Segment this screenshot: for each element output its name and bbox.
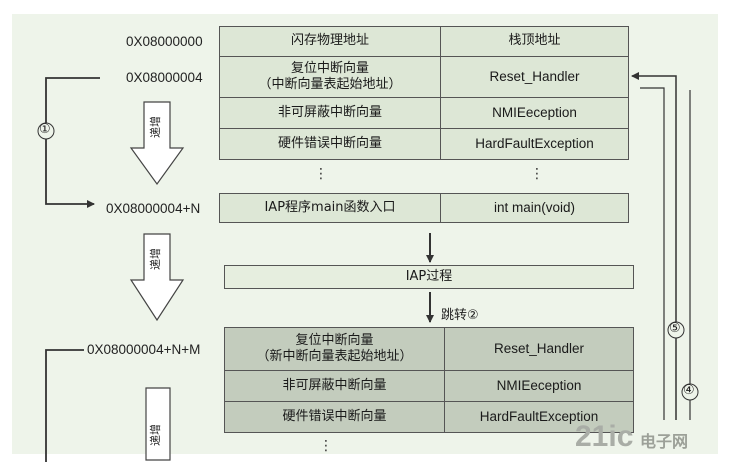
- circle-number-4: ④: [683, 383, 695, 398]
- table2-nmi-vector-label: 非可屏蔽中断向量: [282, 377, 387, 393]
- table2-cell-nmi-exception: NMIEeception: [444, 370, 634, 402]
- circle-number-1: ①: [39, 122, 51, 137]
- table2-cell-reset-vector: 复位中断向量 （新中断向量表起始地址）: [224, 327, 445, 371]
- circle-marker-4: [681, 383, 699, 401]
- table2-cell-nmi-vector: 非可屏蔽中断向量: [224, 370, 445, 402]
- arrow-return-5: [640, 87, 665, 420]
- table1-flash-address-label: 闪存物理地址: [290, 33, 369, 49]
- table1-dots-right: ⋮: [530, 166, 544, 182]
- table1-stack-top-label: 栈顶地址: [508, 33, 561, 49]
- table1-cell-reset-vector: 复位中断向量 （中断向量表起始地址）: [219, 56, 441, 98]
- watermark-site: 电子网: [640, 434, 689, 451]
- circle-marker-1: [37, 122, 55, 140]
- table1-reset-vector-line1: 复位中断向量: [290, 60, 369, 76]
- iap-main-entry-label: IAP程序main函数入口: [264, 199, 396, 215]
- increment-arrow-3: [145, 387, 171, 461]
- iap-int-main-label: int main(void): [493, 199, 576, 215]
- table1-hardfault-vector-label: 硬件错误中断向量: [277, 135, 382, 151]
- table1-cell-stack-top: 栈顶地址: [440, 26, 629, 57]
- table2-hardfault-vector-label: 硬件错误中断向量: [282, 408, 387, 424]
- table1-dots-left: ⋮: [314, 166, 328, 182]
- circle-number-5: ⑤: [669, 321, 681, 336]
- table1-cell-reset-handler: Reset_Handler: [440, 56, 629, 98]
- table2-cell-reset-handler: Reset_Handler: [444, 327, 634, 371]
- table1-cell-hardfault-exception: HardFaultException: [440, 128, 629, 160]
- iap-process-bar: IAP过程: [224, 265, 634, 289]
- iap-int-main-cell: int main(void): [440, 193, 629, 223]
- table2-nmi-exception-label: NMIEeception: [496, 377, 582, 393]
- jump-label: 跳转②: [441, 308, 479, 323]
- table2-dots-left: ⋮: [319, 438, 333, 454]
- iap-main-entry-cell: IAP程序main函数入口: [219, 193, 441, 223]
- address-flash-base: 0X08000000: [126, 34, 203, 49]
- increment-arrow-1: [129, 101, 185, 186]
- loop-arrow-1: [45, 77, 100, 208]
- increment-arrow-2: [129, 233, 185, 322]
- table1-nmi-exception-label: NMIEeception: [492, 104, 577, 120]
- address-reset-vector: 0X08000004: [126, 70, 203, 85]
- table2-cell-hardfault-vector: 硬件错误中断向量: [224, 401, 445, 433]
- address-app-vector: 0X08000004+N+M: [87, 342, 201, 357]
- table1-hardfault-exception-label: HardFaultException: [475, 135, 594, 151]
- address-iap-main: 0X08000004+N: [106, 201, 201, 216]
- table1-reset-vector-line2: （中断向量表起始地址）: [258, 77, 402, 92]
- table1-reset-handler-label: Reset_Handler: [489, 68, 580, 84]
- table2-cell-hardfault-exception: HardFaultException: [444, 401, 634, 433]
- circle-marker-5: [667, 321, 685, 339]
- table2-hardfault-exception-label: HardFaultException: [479, 408, 599, 424]
- increment-label-3: 递增: [149, 424, 162, 446]
- table2-reset-vector-line1: 复位中断向量: [295, 332, 374, 348]
- increment-label-1: 递增: [149, 116, 162, 138]
- table2-reset-vector-line2: （新中断向量表起始地址）: [256, 349, 413, 364]
- arrow-return-4: [631, 72, 677, 420]
- table1-nmi-vector-label: 非可屏蔽中断向量: [277, 104, 382, 120]
- table1-cell-hardfault-vector: 硬件错误中断向量: [219, 128, 441, 160]
- iap-process-label: IAP过程: [405, 268, 453, 284]
- watermark-brand: 21ic: [575, 420, 634, 453]
- table2-reset-handler-label: Reset_Handler: [493, 340, 585, 356]
- increment-label-2: 递增: [149, 248, 162, 270]
- loop-line-app: [45, 349, 84, 462]
